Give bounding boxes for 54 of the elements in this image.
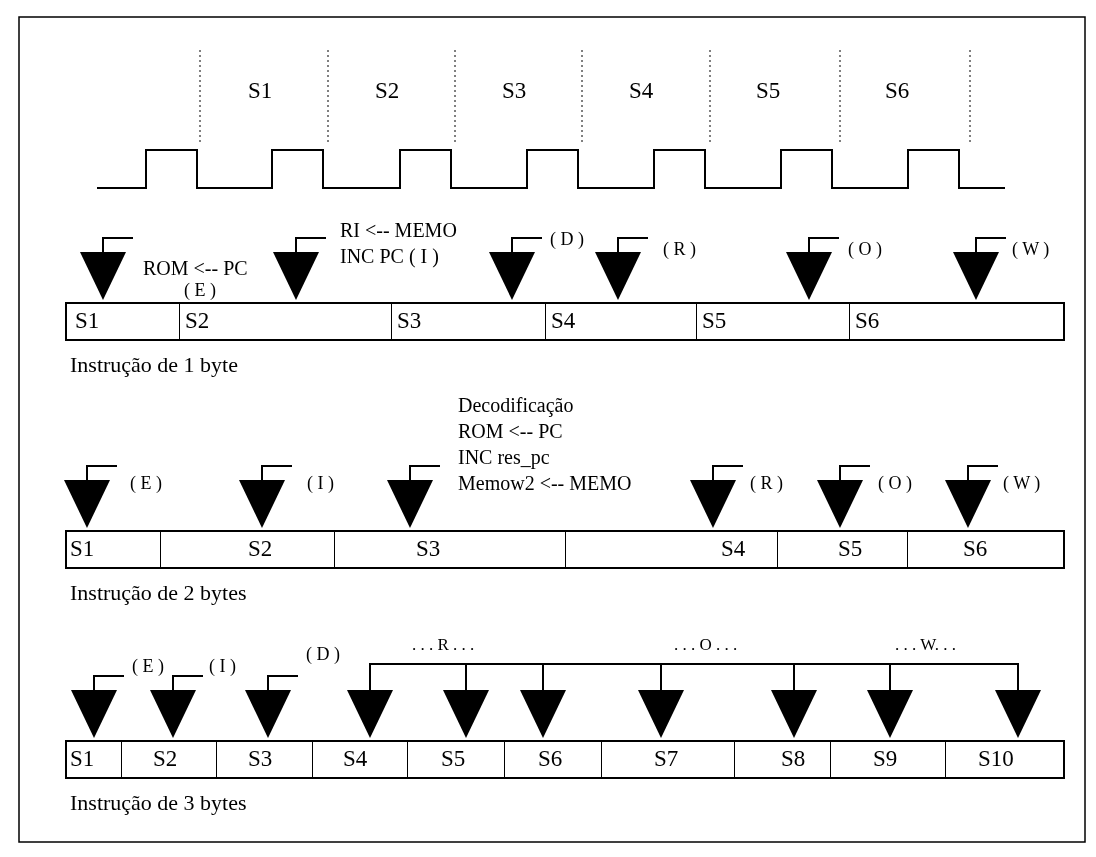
step-label: S3 xyxy=(248,746,273,772)
state-label: S5 xyxy=(756,80,781,102)
step-label: S9 xyxy=(873,746,898,772)
phase-label: . . . O . . . xyxy=(674,634,738,656)
phase-label: ( O ) xyxy=(848,238,882,260)
step-label: S5 xyxy=(441,746,466,772)
operation-text: RI <-- MEMO xyxy=(340,219,457,241)
phase-label: ( I ) xyxy=(307,472,334,494)
step-label: S2 xyxy=(185,308,210,334)
step-label: S3 xyxy=(416,536,441,562)
step-label: S6 xyxy=(963,536,988,562)
step-label: S1 xyxy=(75,308,100,334)
step-label: S5 xyxy=(702,308,727,334)
step-label: S8 xyxy=(781,746,806,772)
step-label: S6 xyxy=(855,308,880,334)
phase-label: ( E ) xyxy=(132,655,164,677)
step-label: S10 xyxy=(978,746,1014,772)
phase-label: ( E ) xyxy=(130,472,162,494)
step-label: S2 xyxy=(248,536,273,562)
step-label: S4 xyxy=(343,746,368,772)
step-label: S7 xyxy=(654,746,679,772)
operation-text: INC res_pc xyxy=(458,446,550,468)
phase-label: . . . R . . . xyxy=(412,634,475,656)
operation-text: ROM <-- PC xyxy=(143,257,248,279)
step-label: S2 xyxy=(153,746,178,772)
state-label: S2 xyxy=(375,80,400,102)
bar-caption: Instrução de 1 byte xyxy=(70,352,238,378)
phase-label: ( R ) xyxy=(750,472,783,494)
bar-caption: Instrução de 3 bytes xyxy=(70,790,247,816)
phase-label: ( E ) xyxy=(184,279,216,301)
state-label: S3 xyxy=(502,80,527,102)
step-label: S1 xyxy=(70,746,95,772)
state-label: S4 xyxy=(629,80,654,102)
step-label: S6 xyxy=(538,746,563,772)
step-label: S4 xyxy=(551,308,576,334)
operation-text: Decodificação xyxy=(458,394,574,416)
step-label: S4 xyxy=(721,536,746,562)
step-label: S5 xyxy=(838,536,863,562)
phase-label: ( R ) xyxy=(663,238,696,260)
state-label: S6 xyxy=(885,80,910,102)
phase-label: ( D ) xyxy=(306,643,340,665)
operation-text: Memow2 <-- MEMO xyxy=(458,472,632,494)
phase-label: ( I ) xyxy=(209,655,236,677)
operation-text: INC PC ( I ) xyxy=(340,245,439,267)
phase-label: ( O ) xyxy=(878,472,912,494)
bar-caption: Instrução de 2 bytes xyxy=(70,580,247,606)
operation-text: ROM <-- PC xyxy=(458,420,563,442)
state-label: S1 xyxy=(248,80,273,102)
phase-label: ( W ) xyxy=(1012,238,1050,260)
step-label: S3 xyxy=(397,308,422,334)
phase-label: ( W ) xyxy=(1003,472,1041,494)
step-label: S1 xyxy=(70,536,95,562)
phase-label: ( D ) xyxy=(550,228,584,250)
phase-label: . . . W. . . xyxy=(895,634,956,656)
